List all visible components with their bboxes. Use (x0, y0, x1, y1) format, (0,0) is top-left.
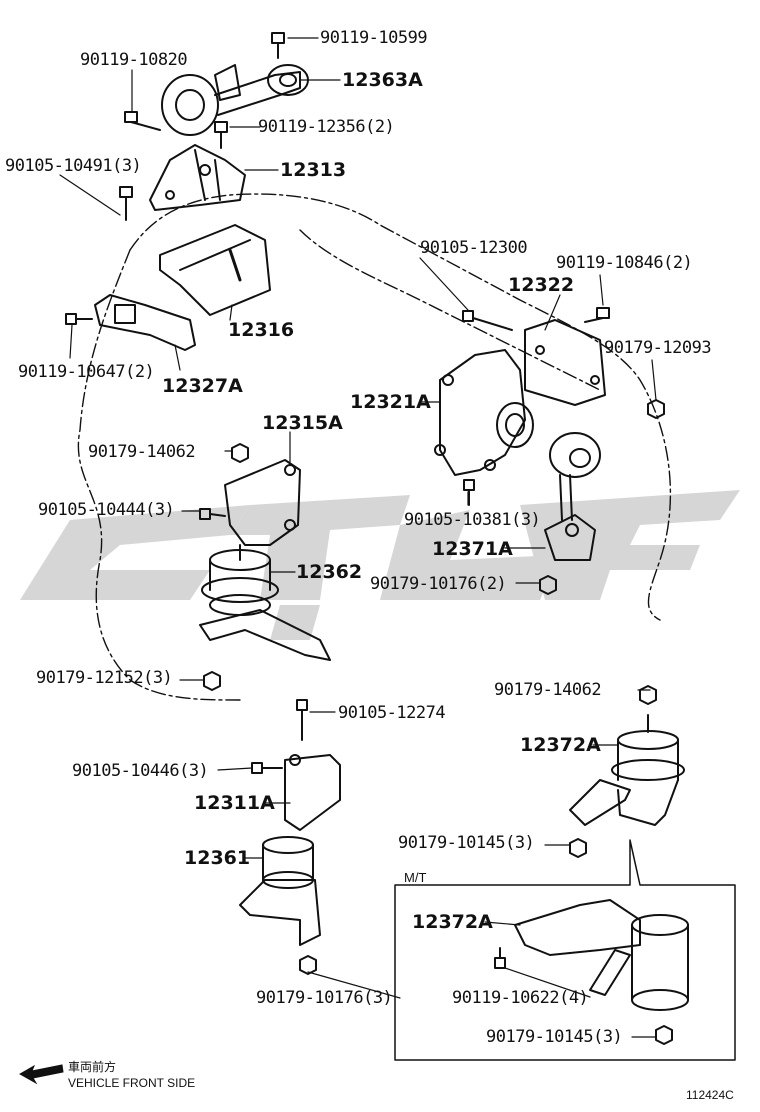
nut-90179-12093 (647, 399, 665, 419)
bracket-12313 (149, 144, 246, 211)
direction-english: VEHICLE FRONT SIDE (68, 1076, 196, 1090)
bolt-90105-10381 (463, 479, 475, 506)
leader-lines (59, 37, 657, 1038)
label-90179-10176-lower: 90179-10176(3) (256, 988, 393, 1008)
bracket-12321A (434, 349, 534, 476)
mount-12361 (239, 836, 321, 946)
bolt-90119-10647 (65, 313, 93, 325)
nut-90179-14062-lower (639, 685, 657, 705)
label-90119-10820: 90119-10820 (80, 50, 188, 70)
nut-90179-12152 (203, 671, 221, 691)
label-90119-10599: 90119-10599 (320, 28, 428, 48)
label-12315A: 12315A (262, 412, 343, 434)
label-90179-14062-upper: 90179-14062 (88, 442, 196, 462)
label-90105-12300: 90105-12300 (420, 238, 528, 258)
label-90105-10381: 90105-10381(3) (404, 510, 541, 530)
watermark-logo (20, 490, 740, 640)
bracket-12316 (159, 224, 271, 316)
nut-90179-10176-upper (539, 575, 557, 595)
bolt-90105-10444 (199, 508, 226, 520)
mount-12372A-mt (514, 899, 689, 1011)
bracket-12315A (224, 459, 301, 546)
bolt-90105-10491 (119, 186, 133, 221)
engine-outline-lower (299, 229, 601, 391)
label-90105-12274: 90105-12274 (338, 703, 446, 723)
label-12372A-mt: 12372A (412, 911, 493, 933)
label-90119-10846: 90119-10846(2) (556, 253, 693, 273)
nut-90179-10176-lower (299, 955, 317, 975)
label-90119-12356: 90119-12356(2) (258, 117, 395, 137)
label-90105-10491: 90105-10491(3) (5, 156, 142, 176)
bolt-90119-10820 (124, 111, 161, 131)
nut-90179-14062-upper (231, 443, 249, 463)
label-90179-14062-lower: 90179-14062 (494, 680, 602, 700)
label-90179-12152: 90179-12152(3) (36, 668, 173, 688)
rod-12371A (544, 432, 601, 561)
label-12316: 12316 (228, 319, 295, 341)
bolt-90119-12356 (214, 121, 228, 149)
label-90105-10446: 90105-10446(3) (72, 761, 209, 781)
label-12371A: 12371A (432, 538, 513, 560)
figure-number: 112424C (686, 1088, 734, 1102)
label-12313: 12313 (280, 159, 347, 181)
bolt-90105-12300 (462, 310, 513, 331)
label-12361: 12361 (184, 847, 251, 869)
direction-japanese: 車両前方 (68, 1060, 117, 1074)
label-12321A: 12321A (350, 391, 431, 413)
label-90179-10145-upper: 90179-10145(3) (398, 833, 535, 853)
label-12372A-upper: 12372A (520, 734, 601, 756)
label-12327A: 12327A (162, 375, 243, 397)
label-mt: M/T (404, 870, 427, 885)
nut-90179-10145-lower (655, 1025, 673, 1045)
bolt-90119-10599 (271, 32, 285, 59)
label-90179-12093: 90179-12093 (604, 338, 712, 358)
label-90179-10176-upper: 90179-10176(2) (370, 574, 507, 594)
mount-12372A-upper (569, 714, 685, 826)
bracket-12311A (284, 754, 341, 831)
plate-12322 (524, 319, 606, 406)
bolt-90105-12274 (296, 699, 308, 741)
label-12363A: 12363A (342, 69, 423, 91)
label-90105-10444: 90105-10444(3) (38, 500, 175, 520)
label-90179-10145-lower: 90179-10145(3) (486, 1027, 623, 1047)
label-12362: 12362 (296, 561, 363, 583)
mount-12362 (199, 544, 331, 661)
bracket-12327A (94, 294, 196, 351)
bolt-90105-10446 (251, 762, 283, 774)
engine-outline-left (77, 249, 241, 701)
mt-inset-box (394, 839, 736, 1061)
label-90119-10622: 90119-10622(4) (452, 988, 589, 1008)
label-12311A: 12311A (194, 792, 275, 814)
label-12322: 12322 (508, 274, 575, 296)
bolt-90119-10846 (584, 307, 610, 323)
nut-90179-10145-upper (569, 838, 587, 858)
bolt-90119-10622 (494, 947, 506, 969)
vehicle-front-arrow-icon (18, 1064, 64, 1085)
label-90119-10647: 90119-10647(2) (18, 362, 155, 382)
